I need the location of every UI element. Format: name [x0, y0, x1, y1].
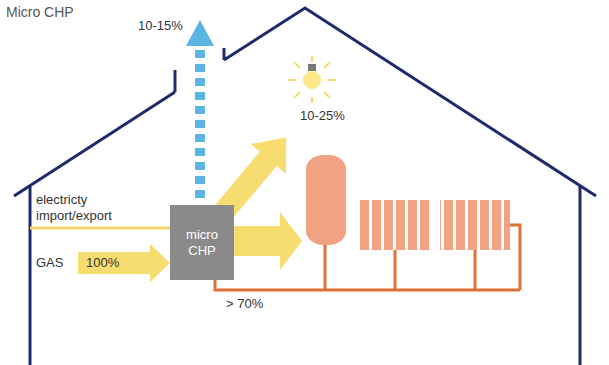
chp-unit-box: micro CHP — [170, 205, 234, 280]
roof-left — [14, 92, 175, 196]
electricity-percent: 10-25% — [300, 108, 345, 124]
radiator — [440, 200, 510, 250]
gas-input-percent: 100% — [86, 255, 119, 271]
wall-left — [29, 186, 32, 365]
heat-percent: > 70% — [226, 296, 263, 312]
house-outline — [14, 8, 596, 365]
hot-water-tank — [306, 155, 346, 245]
radiator — [360, 200, 430, 250]
gas-label: GAS — [36, 255, 63, 271]
flue-loss-percent: 10-15% — [138, 18, 183, 34]
unit-label: micro CHP — [176, 227, 228, 259]
electricity-import-export-label: electricty import/export — [36, 192, 136, 224]
flue-loss-arrow — [186, 20, 214, 198]
electricity-line — [30, 227, 170, 230]
heat-arrow — [232, 212, 302, 270]
light-bulb — [288, 56, 336, 103]
chimney-left — [174, 70, 177, 92]
wall-right — [579, 186, 582, 365]
diagram-title: Micro CHP — [6, 4, 74, 20]
gas-arrow — [78, 244, 170, 282]
